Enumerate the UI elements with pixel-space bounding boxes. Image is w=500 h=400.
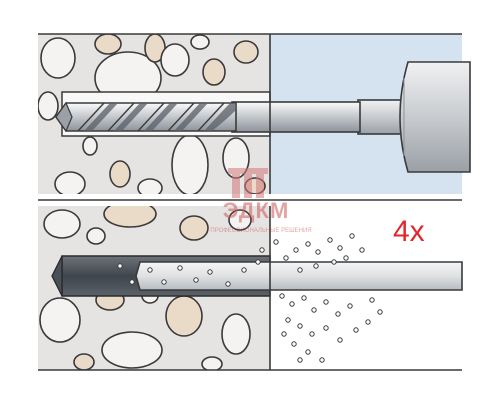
dust-particle [283, 255, 289, 261]
dust-particle [349, 233, 355, 239]
dust-particle [337, 245, 343, 251]
dust-particle [313, 263, 319, 269]
dust-particle [343, 255, 349, 261]
dust-particle [297, 267, 303, 273]
dust-particle [225, 281, 231, 287]
dust-particle [147, 267, 153, 273]
dust-particle [305, 241, 311, 247]
dust-particle [359, 247, 365, 253]
dust-particle [193, 277, 199, 283]
dust-particle [377, 309, 383, 315]
watermark-name: ЭДКМ [222, 198, 290, 223]
dust-particle [129, 279, 135, 285]
dust-particle [273, 239, 279, 245]
watermark-tagline: ПРОФЕССИОНАЛЬНЫЕ РЕШЕНИЯ [210, 228, 312, 234]
dust-particle [281, 331, 287, 337]
dust-particle [337, 337, 343, 343]
drill-shaft [231, 101, 361, 133]
dust-particle [279, 293, 285, 299]
dust-particle [331, 259, 337, 265]
dust-particle [297, 357, 303, 363]
dust-particle [117, 263, 123, 269]
dust-particle [177, 265, 183, 271]
dust-particle [285, 317, 291, 323]
dust-particle [297, 323, 303, 329]
drill-chuck-icon [357, 61, 471, 173]
dust-particle [259, 247, 265, 253]
step-clean-hole-panel [38, 206, 463, 370]
drill-bit-icon [55, 101, 237, 133]
dust-particle [323, 325, 329, 331]
dust-particle [319, 357, 325, 363]
dust-particle [353, 327, 359, 333]
dust-particle [301, 295, 307, 301]
dust-particle [327, 237, 333, 243]
repeat-count-label: 4x [393, 215, 425, 248]
dust-particle [305, 349, 311, 355]
blow-out-pump-icon [135, 261, 463, 291]
dust-particle [309, 331, 315, 337]
dust-particle [365, 319, 371, 325]
dust-particle [241, 267, 247, 273]
dust-particle [323, 299, 329, 305]
watermark-logo [228, 168, 268, 198]
dust-particle [293, 247, 299, 253]
dust-particle [347, 303, 353, 309]
dust-particle [207, 269, 213, 275]
dust-particle [369, 297, 375, 303]
dust-particle [315, 249, 321, 255]
dust-particles-icon [117, 233, 383, 363]
step-drill-hole-panel [38, 34, 471, 194]
dust-particle [289, 301, 295, 307]
dust-particle [311, 307, 317, 313]
aggregate-stones [39, 206, 252, 370]
dust-particle [161, 279, 167, 285]
aggregate-stones [38, 34, 266, 194]
dust-particle [291, 341, 297, 347]
dust-particle [255, 259, 261, 265]
dust-particle [335, 311, 341, 317]
